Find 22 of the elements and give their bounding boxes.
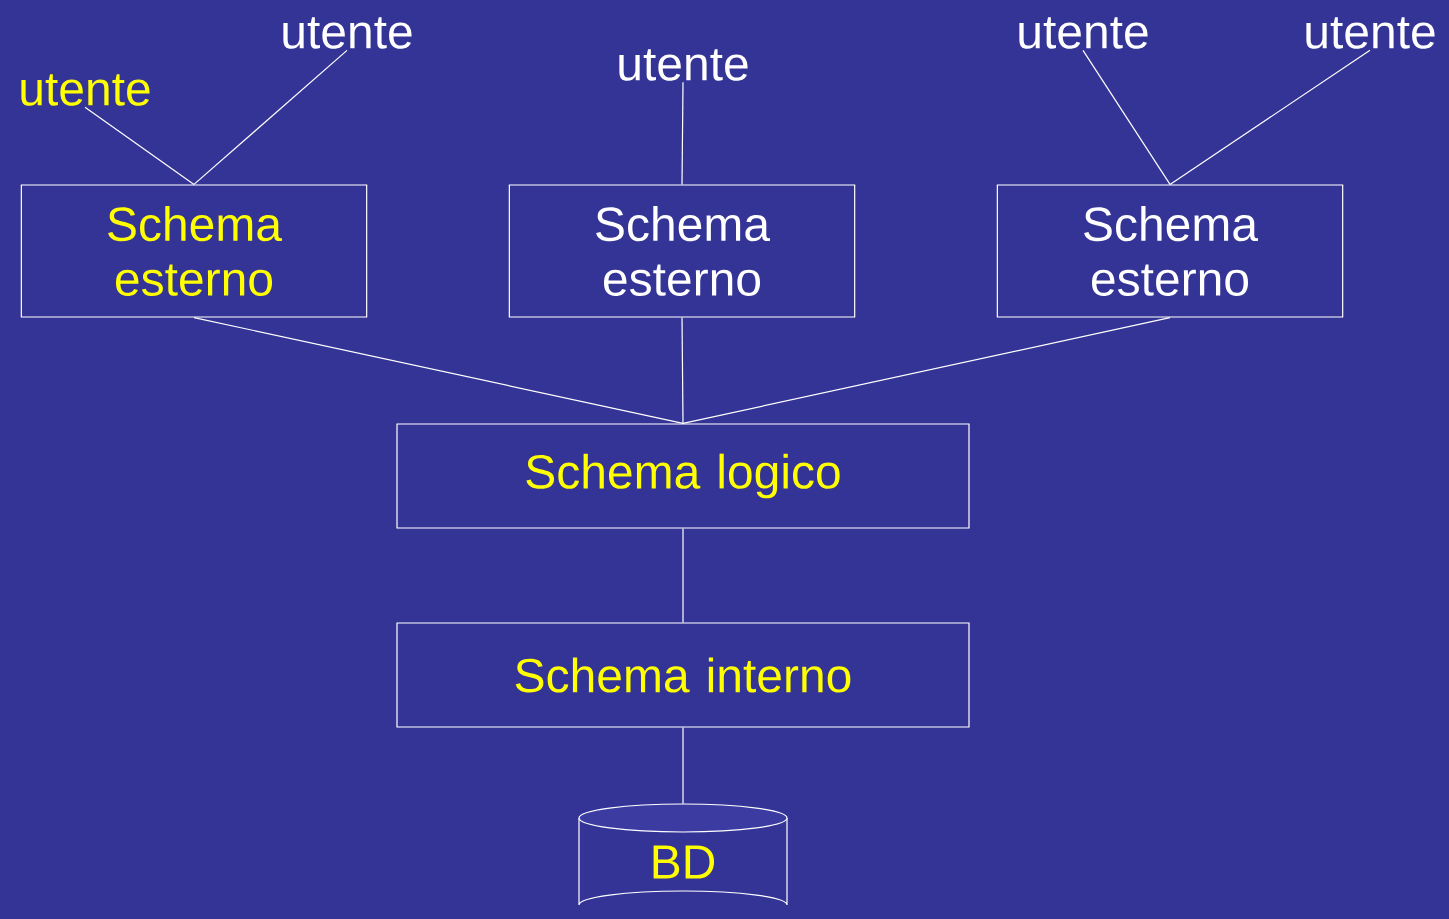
connector-line: [682, 727, 684, 805]
connector-line: [193, 317, 684, 424]
connector-line: [681, 81, 684, 185]
connector-line: [682, 317, 1171, 424]
user-label: utente: [21, 74, 150, 106]
schema-box: Schema esterno: [508, 184, 856, 318]
schema-box: Schema logico: [396, 423, 970, 529]
connector-line: [193, 49, 348, 185]
connector-line: [1082, 49, 1171, 185]
user-label: utente: [283, 17, 412, 49]
connector-line: [682, 528, 684, 623]
connector-line: [681, 317, 684, 424]
user-label: utente: [1306, 17, 1435, 49]
schema-box: Schema esterno: [20, 184, 368, 318]
node-label: BD: [653, 845, 715, 879]
connector-line: [84, 106, 195, 185]
database-cylinder: BD: [578, 803, 788, 906]
schema-box: Schema interno: [396, 622, 970, 728]
schema-box: Schema esterno: [996, 184, 1344, 318]
connector-line: [1169, 49, 1371, 185]
user-label: utente: [619, 49, 748, 81]
user-label: utente: [1019, 17, 1148, 49]
